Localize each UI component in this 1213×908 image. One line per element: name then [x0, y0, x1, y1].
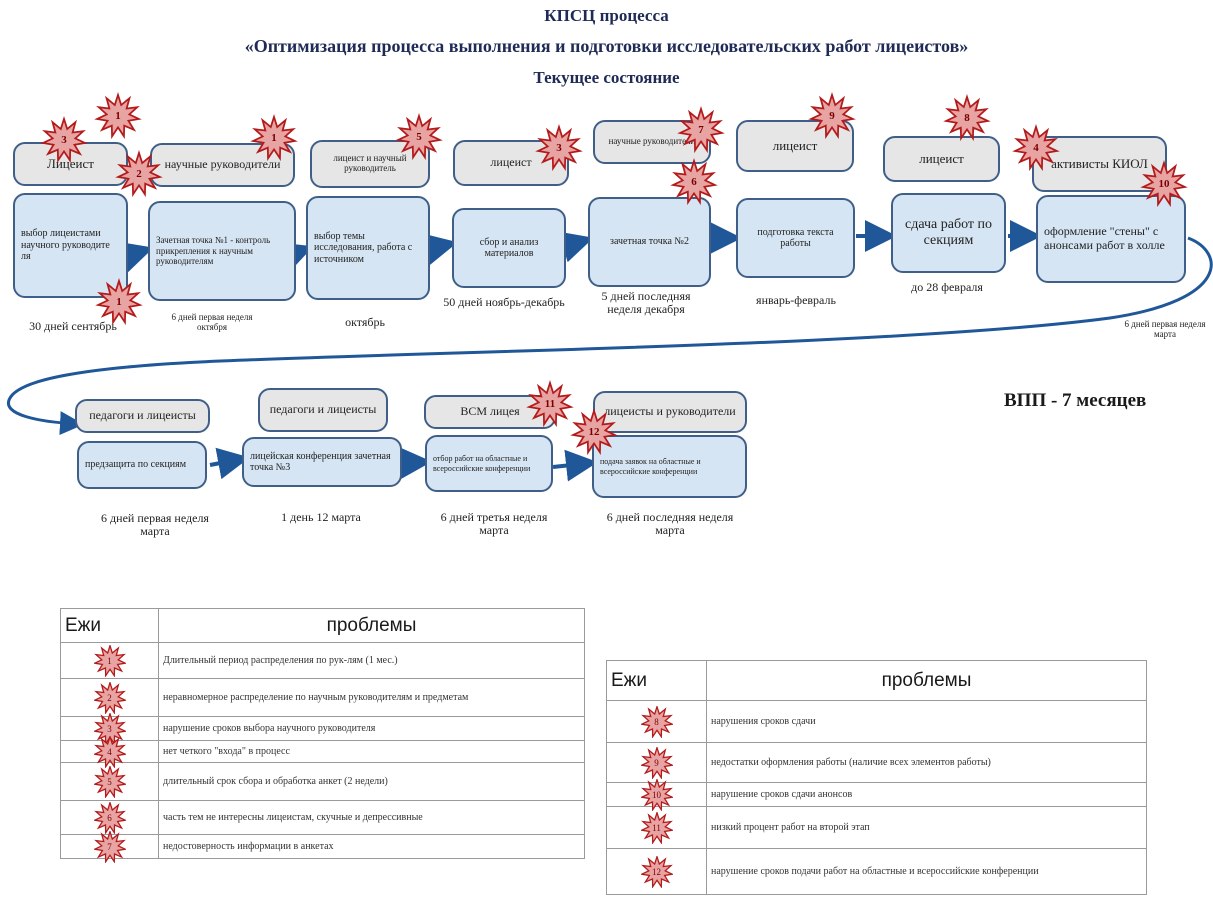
problems-table-left: Ежи проблемы 1 Длительный период распреде… [60, 608, 585, 864]
problem-text: недостоверность информации в анкетах [158, 834, 585, 859]
problem-burst-icon: 5 [395, 112, 443, 161]
role-box: ВСМ лицея [424, 395, 556, 429]
step-duration: до 28 февраля [911, 280, 983, 294]
column-header-ezhi: Ежи [60, 608, 159, 643]
table-row: 10 нарушение сроков сдачи анонсов [606, 777, 1147, 812]
problem-text: нарушения сроков сдачи [706, 700, 1147, 743]
problem-burst-icon: 4 [1012, 123, 1060, 172]
problem-burst-icon: 2 [92, 680, 127, 715]
step-duration: 5 дней последняя неделя декабря [601, 289, 691, 317]
problem-burst-icon: 4 [92, 734, 127, 769]
role-box: педагоги и лицеисты [258, 388, 388, 432]
problem-text: низкий процент работ на второй этап [706, 806, 1147, 849]
problem-burst-icon: 3 [40, 115, 88, 164]
role-box: научные руководители [150, 143, 295, 187]
process-step: подача заявок на областные и всероссийск… [592, 435, 747, 498]
process-step: выбор лицеистами научного руководите ля [13, 193, 128, 298]
problem-text: часть тем не интересны лицеистам, скучны… [158, 800, 585, 835]
problem-burst-icon: 1 [250, 113, 298, 162]
diagram-subtitle: «Оптимизация процесса выполнения и подго… [244, 36, 969, 56]
role-box: педагоги и лицеисты [75, 399, 210, 433]
problem-text: нет четкого "входа" в процесс [158, 740, 585, 763]
problems-table-right: Ежи проблемы 8 нарушения сроков сдачи 9 не… [606, 660, 1147, 895]
problem-burst-icon: 12 [639, 854, 674, 889]
problem-burst-icon: 11 [639, 810, 674, 845]
step-duration: 6 дней последняя неделя марта [606, 510, 734, 538]
problem-text: нарушение сроков сдачи анонсов [706, 782, 1147, 807]
diagram-title: КПСЦ процесса [544, 6, 669, 25]
step-duration: 6 дней первая неделя октября [171, 312, 253, 332]
role-box: активисты КИОЛ [1032, 136, 1167, 192]
problem-burst-icon: 8 [943, 93, 991, 142]
problem-burst-icon: 12 [570, 407, 618, 456]
column-header-problems: проблемы [706, 660, 1147, 701]
table-row: 9 недостатки оформления работы (наличие в… [606, 742, 1147, 783]
table-row: 5 длительный срок сбора и обработка анкет… [60, 762, 585, 801]
problem-burst-icon: 2 [115, 149, 163, 198]
table-row: 2 неравномерное распределение по научным … [60, 678, 585, 717]
step-duration: январь-февраль [756, 293, 836, 307]
problem-burst-icon: 1 [95, 277, 143, 326]
problem-text: длительный срок сбора и обработка анкет … [158, 762, 585, 801]
table-row: 4 нет четкого "входа" в процесс [60, 734, 585, 769]
step-duration: 6 дней первая неделя марта [1124, 319, 1206, 339]
step-duration: 30 дней сентябрь [29, 319, 117, 333]
problem-burst-icon: 10 [1140, 159, 1188, 208]
process-step: отбор работ на областные и всероссийские… [425, 435, 553, 492]
step-duration: 1 день 12 марта [281, 510, 361, 524]
process-step: Зачетная точка №1 - контроль прикреплени… [148, 201, 296, 301]
process-step: сдача работ по секциям [891, 193, 1006, 273]
process-step: подготовка текста работы [736, 198, 855, 278]
problem-burst-icon: 6 [670, 157, 718, 206]
process-step: выбор темы исследования, работа с источн… [306, 196, 430, 300]
problem-burst-icon: 9 [808, 91, 856, 140]
column-header-problems: проблемы [158, 608, 585, 643]
problem-burst-icon: 1 [92, 643, 127, 678]
table-row: 8 нарушения сроков сдачи [606, 700, 1147, 743]
step-duration: 6 дней третья неделя марта [440, 510, 548, 538]
process-step: зачетная точка №2 [588, 197, 711, 287]
problem-text: неравномерное распределение по научным р… [158, 678, 585, 717]
diagram-state-label: Текущее состояние [533, 68, 680, 87]
role-box: лицеисты и руководители [593, 391, 747, 433]
process-step: лицейская конференция зачетная точка №3 [242, 437, 402, 487]
process-duration-summary: ВПП - 7 месяцев [1004, 390, 1147, 411]
table-row: 6 часть тем не интересны лицеистам, скучн… [60, 800, 585, 835]
process-step: предзащита по секциям [77, 441, 207, 489]
problem-text: Длительный период распределения по рук-л… [158, 642, 585, 679]
table-row: 1 Длительный период распределения по рук-… [60, 642, 585, 679]
table-row: 12 нарушение сроков подачи работ на облас… [606, 848, 1147, 895]
problem-burst-icon: 3 [535, 123, 583, 172]
problem-burst-icon: 8 [639, 704, 674, 739]
process-step: оформление "стены" с анонсами работ в хо… [1036, 195, 1186, 283]
table-row: 7 недостоверность информации в анкетах [60, 829, 585, 864]
table-row: 11 низкий процент работ на второй этап [606, 806, 1147, 849]
problem-burst-icon: 9 [639, 745, 674, 780]
problem-text: нарушение сроков подачи работ на областн… [706, 848, 1147, 895]
column-header-ezhi: Ежи [606, 660, 707, 701]
problem-text: нарушение сроков выбора научного руковод… [158, 716, 585, 741]
problem-burst-icon: 10 [639, 777, 674, 812]
step-duration: октябрь [345, 315, 385, 329]
problem-burst-icon: 5 [92, 764, 127, 799]
step-duration: 6 дней первая неделя марта [101, 511, 209, 539]
process-step: сбор и анализ материалов [452, 208, 566, 288]
problem-burst-icon: 1 [94, 91, 142, 140]
problem-burst-icon: 6 [92, 800, 127, 835]
step-duration: 50 дней ноябрь-декабрь [443, 295, 565, 309]
problem-burst-icon: 11 [526, 379, 574, 428]
problem-text: недостатки оформления работы (наличие вс… [706, 742, 1147, 783]
problem-burst-icon: 7 [92, 829, 127, 864]
role-box: лицеист [883, 136, 1000, 182]
problem-burst-icon: 7 [677, 105, 725, 154]
